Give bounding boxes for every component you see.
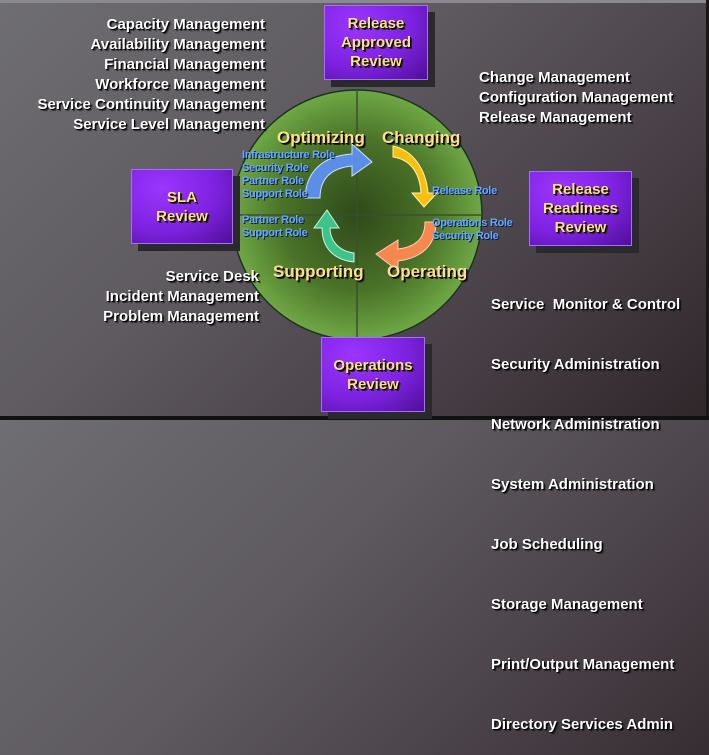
operating-functions-list: Service Monitor & Control Security Admin… [491, 255, 680, 755]
role-item: Support Role [242, 227, 308, 239]
supporting-functions-list: Service Desk Incident Management Problem… [103, 267, 259, 327]
box-line: Review [156, 207, 208, 225]
operations-review-box: Operations Review [321, 337, 425, 412]
changing-arrow-icon [392, 145, 439, 208]
box-line: Review [347, 375, 399, 393]
function-item: System Administration [491, 476, 654, 493]
roles-changing: Release Role [432, 185, 497, 198]
role-item: Operations Role [432, 217, 513, 229]
role-item: Security Role [432, 230, 499, 242]
box-line: Release [347, 15, 405, 32]
role-item: Partner Role [242, 214, 304, 226]
phase-optimizing: Optimizing [277, 128, 365, 147]
function-item: Incident Management [105, 288, 259, 305]
function-item: Security Administration [491, 356, 660, 373]
role-item: Security Role [242, 162, 309, 174]
function-item: Network Administration [491, 416, 660, 433]
roles-operating: Operations Role Security Role [432, 217, 513, 243]
box-line: Approved [340, 34, 411, 51]
function-item: Print/Output Management [491, 656, 675, 673]
function-item: Service Desk [165, 268, 259, 285]
function-item: Service Monitor & Control [491, 296, 681, 313]
box-line: Review [554, 219, 607, 236]
release-readiness-review-box: Release Readiness Review [529, 171, 632, 246]
frame-bottom-edge [0, 416, 709, 420]
box-line: SLA [167, 188, 197, 206]
role-item: Infrastructure Role [242, 149, 335, 161]
function-item: Problem Management [103, 308, 259, 325]
box-line: Readiness [542, 200, 619, 217]
function-item: Workforce Management [95, 76, 265, 93]
phase-changing: Changing [382, 128, 461, 147]
box-line: Release [552, 181, 609, 198]
function-item: Financial Management [104, 56, 265, 73]
changing-functions-list: Change Management Configuration Manageme… [479, 68, 673, 128]
supporting-arrow-icon [313, 209, 355, 263]
role-item: Partner Role [242, 175, 304, 187]
role-item: Support Role [242, 188, 308, 200]
function-item: Service Continuity Management [37, 96, 265, 113]
sla-review-box: SLA Review [131, 169, 233, 244]
box-line: Review [350, 53, 402, 70]
function-item: Directory Services Admin [491, 716, 674, 733]
phase-operating: Operating [387, 262, 468, 281]
role-item: Release Role [432, 185, 497, 197]
optimizing-functions-list: Capacity Management Availability Managem… [37, 15, 265, 135]
function-item: Change Management [479, 69, 630, 86]
function-item: Availability Management [90, 36, 266, 53]
function-item: Release Management [479, 109, 632, 126]
function-item: Capacity Management [106, 16, 265, 33]
box-line: Operations [333, 356, 413, 374]
frame-right-edge [706, 0, 709, 420]
function-item: Configuration Management [479, 89, 674, 106]
release-approved-review-box: Release Approved Review [324, 5, 428, 80]
roles-supporting: Partner Role Support Role [242, 214, 308, 240]
phase-supporting: Supporting [273, 262, 364, 281]
frame-top-edge [0, 0, 709, 3]
roles-optimizing: Infrastructure Role Security Role Partne… [242, 149, 335, 201]
function-item: Service Level Management [73, 116, 265, 133]
function-item: Job Scheduling [491, 536, 603, 553]
function-item: Storage Management [491, 596, 643, 613]
